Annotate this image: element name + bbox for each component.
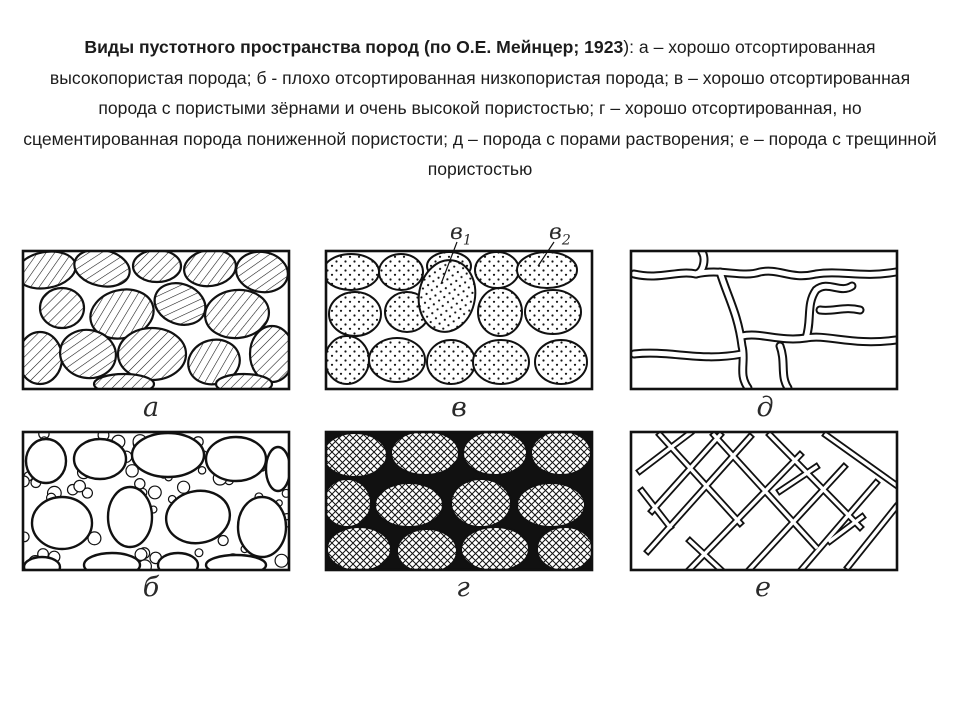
porous-grain: [378, 253, 424, 291]
grain: [214, 372, 274, 389]
porous-grain: [472, 339, 530, 385]
panel-e-label: е: [755, 572, 771, 603]
panel-d-label: д: [756, 392, 774, 423]
panel-b-label: б: [142, 572, 160, 603]
porous-grain: [328, 291, 382, 337]
grain: [235, 251, 289, 294]
caption-text: ): а – хорошо отсортированная высокопори…: [23, 37, 937, 180]
cemented-grain: [516, 482, 586, 528]
cemented-grain: [530, 432, 592, 476]
cemented-grain: [396, 528, 458, 570]
panel-v-label: в: [451, 392, 467, 423]
grain: [204, 553, 268, 570]
grain: [30, 495, 94, 551]
cemented-grain: [390, 432, 460, 476]
grain: [59, 328, 117, 380]
grain: [72, 437, 128, 481]
porous-grain: [368, 337, 426, 383]
grain: [24, 437, 68, 485]
panel-a-label: а: [142, 392, 160, 423]
grain: [183, 251, 237, 288]
grain: [203, 288, 271, 340]
grain: [106, 485, 154, 549]
sublabel-v1: в1: [450, 220, 472, 249]
panel-e-diagram: [629, 430, 899, 572]
cemented-grain: [460, 526, 530, 570]
porous-grain: [524, 289, 582, 335]
grain: [164, 489, 232, 545]
grain: [38, 286, 86, 330]
panel-d-diagram: [629, 249, 899, 391]
panel-v-diagram: [324, 249, 594, 391]
sublabel-v2: в2: [549, 220, 571, 249]
caption-title: Виды пустотного пространства пород (по О…: [84, 37, 624, 57]
panel-g-label: г: [456, 572, 470, 603]
grain: [92, 372, 156, 389]
cemented-grain: [326, 478, 372, 528]
grain: [204, 435, 268, 483]
cemented-grain: [326, 432, 388, 478]
cemented-grain: [462, 432, 528, 476]
cemented-grain: [326, 526, 392, 570]
grain: [156, 551, 200, 570]
grain: [130, 432, 206, 479]
panel-a-diagram: [21, 249, 291, 391]
cemented-grain: [450, 478, 512, 528]
grain: [131, 251, 183, 284]
figure-caption: Виды пустотного пространства пород (по О…: [20, 32, 940, 185]
grain: [73, 251, 131, 288]
cemented-grain: [536, 526, 592, 570]
grain: [236, 495, 288, 559]
grain: [82, 551, 142, 570]
grain: [264, 445, 289, 493]
porous-grain: [477, 287, 523, 337]
panel-b-diagram: [21, 430, 291, 572]
panel-g-diagram: [324, 430, 594, 572]
porous-grain: [534, 339, 588, 385]
cemented-grain: [374, 482, 444, 528]
porous-grain: [417, 259, 477, 333]
